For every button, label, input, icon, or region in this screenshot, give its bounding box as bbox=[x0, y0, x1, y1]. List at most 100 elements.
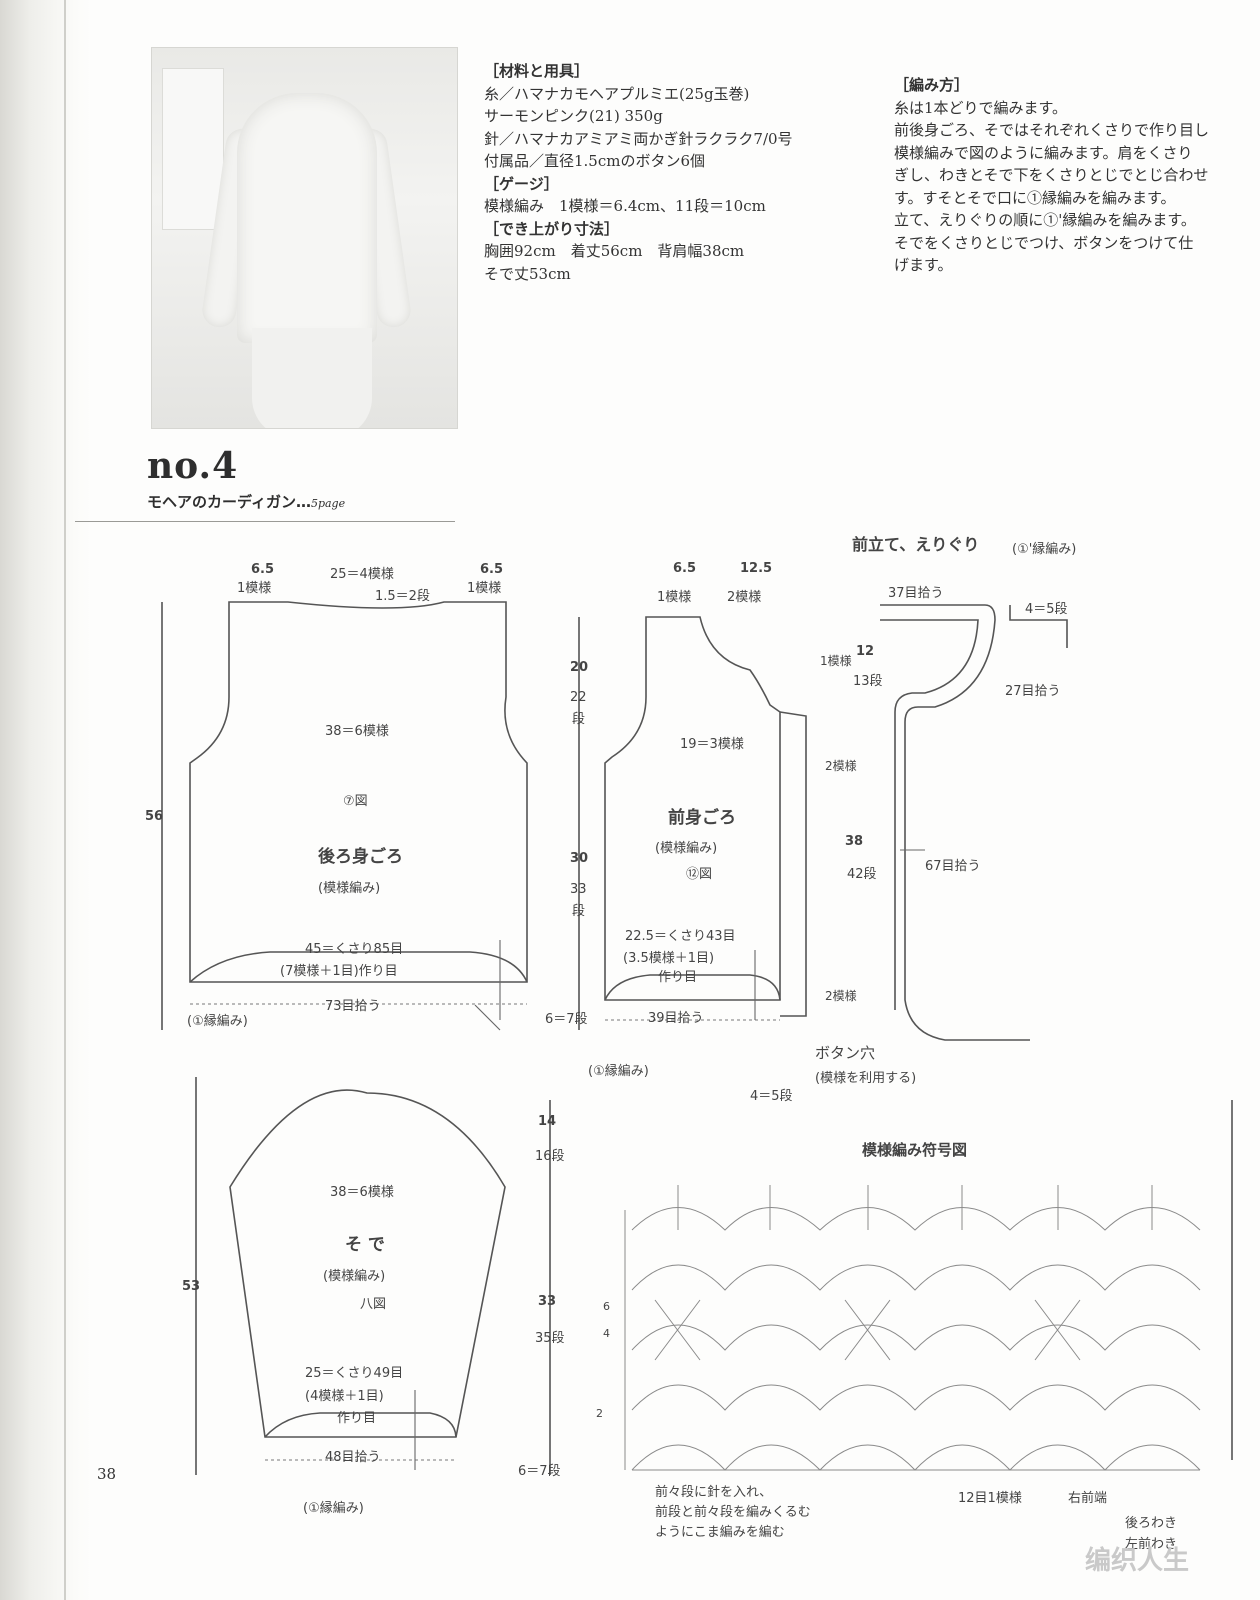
materials-block: ［材料と用具］ 糸／ハマナカモヘアプルミエ(25g玉巻) サーモンピンク(21)… bbox=[484, 60, 793, 285]
back-body-outline bbox=[189, 601, 528, 983]
sleeve-pick-up: 48目拾う bbox=[325, 1450, 381, 1465]
pattern-number: no.4 bbox=[147, 445, 239, 487]
materials-accessories: 付属品／直径1.5cmのボタン6個 bbox=[484, 152, 706, 170]
method-line: 模様編みで図のように編みます。肩をくさり bbox=[894, 143, 1193, 162]
page-reference: 5page bbox=[310, 497, 346, 510]
front-hem-curve bbox=[604, 974, 781, 1001]
front-side-motif-2: 2模様 bbox=[825, 759, 857, 773]
front-top-right-motif: 2模様 bbox=[727, 590, 761, 605]
chart-right-edge: 右前端 bbox=[1068, 1490, 1107, 1506]
chart-left-side: 左前わき bbox=[1125, 1536, 1177, 1552]
back-edge: (①縁編み) bbox=[187, 1013, 248, 1029]
band-heading-note: (①'縁編み) bbox=[1012, 541, 1076, 557]
book-spine-shadow bbox=[0, 0, 92, 1600]
sleeve-cast-on-label: 作り目 bbox=[337, 1411, 376, 1426]
back-top-left-motif: 1模様 bbox=[237, 581, 271, 596]
sleeve-piece-name: そ で bbox=[345, 1235, 385, 1255]
gauge-text: 模様編み 1模様＝6.4cm、11段＝10cm bbox=[484, 197, 766, 215]
sleeve-cap-cm: 14 bbox=[538, 1114, 556, 1129]
front-cast-on: 22.5＝くさり43目 bbox=[625, 929, 736, 944]
sleeve-edge: (①縁編み) bbox=[303, 1500, 364, 1516]
sleeve-border-rows: 6＝7段 bbox=[518, 1464, 561, 1479]
back-armhole-dan: 段 bbox=[572, 712, 585, 727]
buttonhole-label: ボタン穴 bbox=[815, 1044, 875, 1062]
front-top-left-cm: 6.5 bbox=[673, 561, 696, 576]
sleeve-body-rows: 35段 bbox=[535, 1331, 565, 1346]
photo-skirt bbox=[252, 328, 372, 428]
chart-repeat: 12目1模様 bbox=[958, 1491, 1022, 1506]
materials-heading: ［材料と用具］ bbox=[484, 62, 590, 80]
back-cast-on: 45＝くさり85目 bbox=[305, 942, 403, 957]
front-chart-ref: ⑫図 bbox=[686, 867, 712, 882]
chart-heading: 模様編み符号図 bbox=[862, 1141, 967, 1159]
front-cast-on-detail: (3.5模様＋1目) bbox=[623, 951, 714, 966]
materials-yarn: 糸／ハマナカモヘアプルミエ(25g玉巻) bbox=[484, 84, 750, 103]
back-neck-depth: 1.5＝2段 bbox=[375, 589, 430, 604]
sleeve-chart-ref: 八図 bbox=[360, 1297, 386, 1312]
buttonhole-note: (模様を利用する) bbox=[815, 1071, 916, 1086]
front-body-rows: 42段 bbox=[847, 867, 877, 882]
band-right bbox=[1009, 605, 1068, 648]
method-heading: ［編み方］ bbox=[894, 76, 970, 94]
chart-note-3: ようにこま編みを編む bbox=[655, 1524, 785, 1540]
band-rows: 4＝5段 bbox=[1025, 602, 1068, 617]
front-top-left-motif: 1模様 bbox=[657, 590, 691, 605]
sleeve-hem-curve bbox=[264, 1412, 457, 1438]
method-line: そでをくさりとじでつけ、ボタンをつけて仕 bbox=[894, 233, 1194, 252]
band-pick-2: 27目拾う bbox=[1005, 684, 1061, 699]
sleeve-height: 53 bbox=[182, 1279, 200, 1294]
cardigan-photo bbox=[151, 47, 458, 429]
watermark: 编织人生 bbox=[1085, 1546, 1190, 1576]
front-side-motif-3: 2模様 bbox=[825, 989, 857, 1003]
back-top-mid: 25＝4模様 bbox=[330, 567, 394, 582]
front-top-right-cm: 12.5 bbox=[740, 561, 772, 576]
back-pick-up: 73目拾う bbox=[325, 999, 381, 1014]
method-line: 立て、えりぐりの順に①'縁編みを編みます。 bbox=[894, 211, 1196, 229]
chart-row-4: 4 bbox=[603, 1327, 610, 1340]
back-top-right-cm: 6.5 bbox=[480, 562, 503, 577]
method-line: 前後身ごろ、そではそれぞれくさりで作り目し bbox=[894, 121, 1210, 139]
sleeve-cast-on: 25＝くさり49目 bbox=[305, 1366, 403, 1381]
back-width: 38＝6模様 bbox=[325, 724, 389, 739]
front-band-rows: 4＝5段 bbox=[750, 1089, 793, 1104]
method-line: 糸は1本どりで編みます。 bbox=[894, 98, 1068, 117]
back-piece-name: 後ろ身ごろ bbox=[318, 846, 403, 867]
back-armhole-cm: 20 bbox=[570, 660, 588, 675]
method-line: す。すそとそで口に①縁編みを編みます。 bbox=[894, 188, 1176, 207]
pattern-name: モヘアのカーディガン… bbox=[147, 493, 311, 511]
chart-row-6: 6 bbox=[603, 1300, 610, 1313]
chart-row-2: 2 bbox=[596, 1407, 603, 1420]
materials-color: サーモンピンク(21) 350g bbox=[484, 107, 663, 125]
chart-note-2: 前段と前々段を編みくるむ bbox=[655, 1504, 811, 1520]
title-rule bbox=[75, 521, 455, 522]
pattern-subtitle: モヘアのカーディガン…5page bbox=[147, 491, 345, 512]
back-top-right-motif: 1模様 bbox=[467, 581, 501, 596]
back-arrow-diagonal bbox=[474, 1004, 501, 1031]
front-pick-up: 39目拾う bbox=[648, 1011, 704, 1026]
front-body-outline bbox=[604, 616, 781, 1001]
method-line: げます。 bbox=[894, 256, 953, 274]
back-chart-ref: ⑦図 bbox=[343, 794, 368, 809]
sleeve-stitch: (模様編み) bbox=[323, 1268, 385, 1284]
sleeve-body-cm: 33 bbox=[538, 1294, 556, 1309]
back-cast-on-detail: (7模様＋1目)作り目 bbox=[280, 964, 398, 979]
size-heading: ［でき上がり寸法］ bbox=[484, 219, 620, 238]
method-line: ぎし、わきとそで下をくさりとじでとじ合わせ bbox=[894, 166, 1209, 184]
page-number: 38 bbox=[97, 1465, 117, 1483]
front-width: 19＝3模様 bbox=[680, 737, 744, 752]
sleeve-cap-rows: 16段 bbox=[535, 1149, 565, 1164]
sleeve-cast-on-detail: (4模様＋1目) bbox=[305, 1389, 384, 1404]
back-armhole-rows: 22 bbox=[570, 690, 587, 705]
photo-cardigan-body bbox=[237, 93, 377, 343]
gauge-heading: ［ゲージ］ bbox=[484, 174, 559, 193]
band-inner bbox=[880, 619, 979, 1010]
front-side-motif-1: 1模様 bbox=[820, 654, 852, 668]
band-outline bbox=[880, 604, 1030, 1041]
front-edge: (①縁編み) bbox=[588, 1063, 649, 1079]
back-top-left-cm: 6.5 bbox=[251, 562, 274, 577]
size-text-2: そで丈53cm bbox=[484, 264, 571, 283]
band-pick-1: 37目拾う bbox=[888, 586, 944, 601]
front-stitch: (模様編み) bbox=[655, 840, 717, 856]
